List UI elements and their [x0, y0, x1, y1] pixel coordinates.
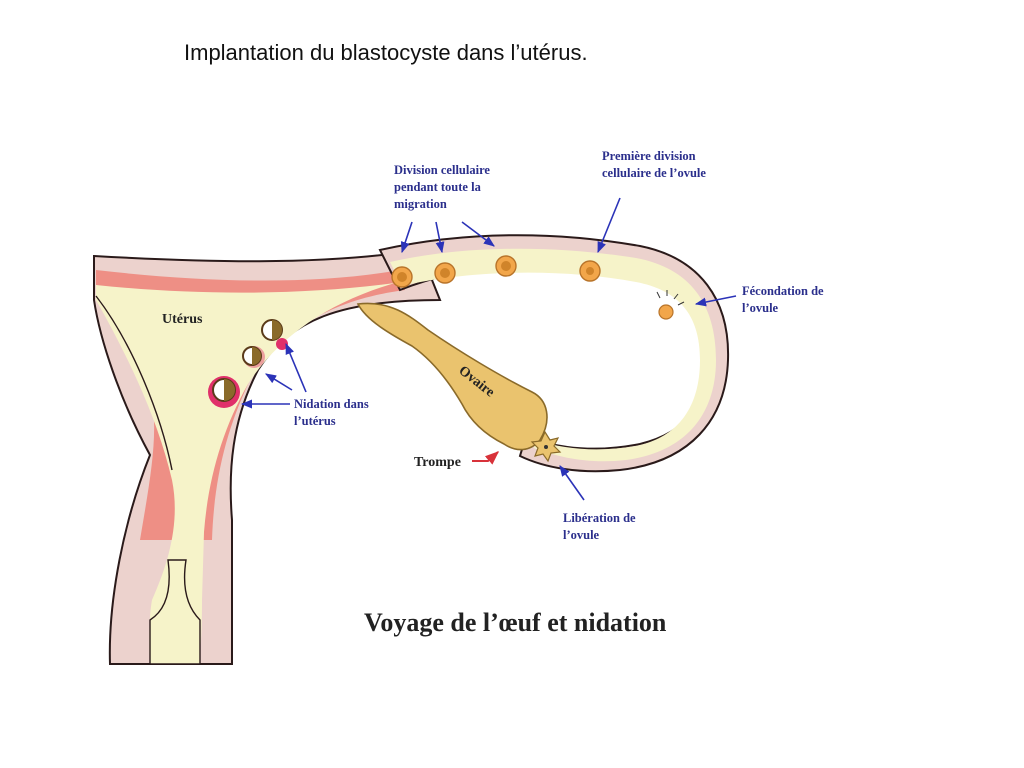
label-fecondation-line-1: Fécondation de: [742, 284, 824, 298]
label-nidation-line-2: l’utérus: [294, 414, 336, 428]
label-liberation-line-2: l’ovule: [563, 528, 600, 542]
label-division-migration-line-3: migration: [394, 197, 447, 211]
label-fecondation: Fécondation de l’ovule: [742, 284, 827, 315]
arrow-liberation: [559, 465, 585, 501]
arrow-division-1: [400, 221, 413, 254]
egg-4: [579, 260, 601, 282]
label-division-migration-line-2: pendant toute la: [394, 180, 482, 194]
label-premiere-division-line-1: Première division: [602, 149, 696, 163]
blastocyst-2: [242, 346, 265, 368]
ovary: [356, 302, 548, 451]
slide-title: Implantation du blastocyste dans l’utéru…: [184, 40, 588, 65]
arrow-trompe: [472, 451, 500, 465]
label-liberation-line-1: Libération de: [563, 511, 636, 525]
egg-2: [434, 262, 456, 284]
fertilized-egg: [656, 290, 685, 320]
label-nidation-line-1: Nidation dans: [294, 397, 369, 411]
egg-1: [391, 266, 413, 288]
label-nidation: Nidation dans l’utérus: [294, 397, 372, 428]
diagram-caption: Voyage de l’œuf et nidation: [364, 608, 667, 637]
label-premiere-division-line-2: cellulaire de l’ovule: [602, 166, 706, 180]
label-division-migration-line-1: Division cellulaire: [394, 163, 490, 177]
blastocyst-3: [208, 376, 240, 408]
blastocyst-1: [261, 319, 283, 341]
arrow-nidation-3: [285, 342, 307, 393]
egg-3: [495, 255, 517, 277]
label-premiere-division: Première division cellulaire de l’ovule: [602, 149, 706, 180]
label-division-migration: Division cellulaire pendant toute la mig…: [394, 163, 493, 211]
released-ovule: [530, 430, 562, 463]
arrow-division-2: [435, 221, 445, 254]
arrow-premiere-division: [597, 197, 621, 254]
oviduct-lumen: [390, 248, 716, 462]
arrow-division-3: [461, 221, 495, 247]
cervical-canal: [149, 559, 201, 665]
label-fecondation-line-2: l’ovule: [742, 301, 779, 315]
uterus-inner-outline: [95, 295, 173, 471]
nidation-spot: [276, 338, 288, 350]
arrow-fecondation: [694, 295, 737, 307]
label-uterus: Utérus: [162, 312, 203, 327]
label-trompe: Trompe: [414, 455, 461, 470]
arrow-nidation-2: [265, 373, 293, 391]
label-liberation: Libération de l’ovule: [563, 511, 639, 542]
